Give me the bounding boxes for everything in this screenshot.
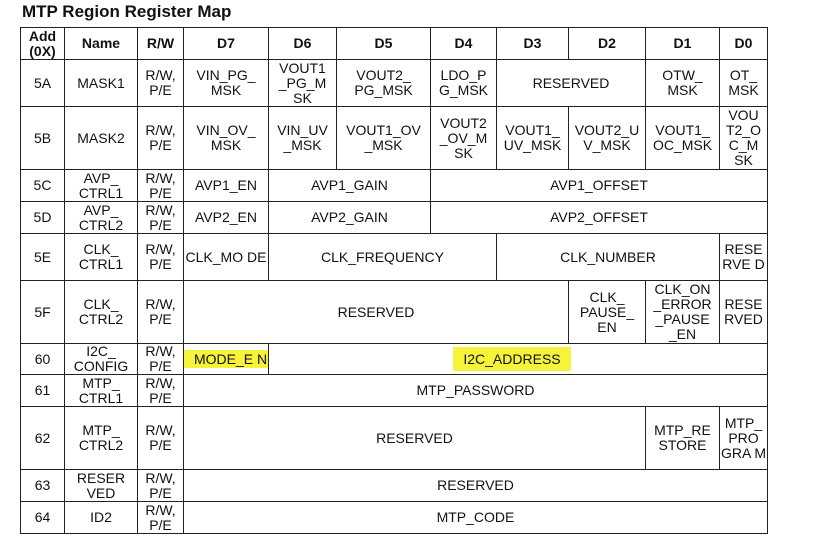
highlighted-text: I2C_ADDRESS	[453, 347, 571, 371]
bit-field-cell: RESERVED	[183, 280, 569, 344]
address-cell: 60	[20, 343, 65, 375]
bit-cell: RESE RVED	[719, 280, 768, 344]
table-row: 62 MTP_ CTRL2 R/W, P/E RESERVED MTP_RE S…	[20, 406, 768, 470]
table-row: 5B MASK2 R/W, P/E VIN_OV_ MSK VIN_UV _MS…	[20, 106, 768, 170]
rw-cell: R/W, P/E	[137, 501, 184, 534]
address-cell: 62	[20, 406, 65, 470]
header-d7: D7	[183, 27, 269, 60]
table-row: 61 MTP_ CTRL1 R/W, P/E MTP_PASSWORD	[20, 374, 768, 407]
name-cell: RESER VED	[64, 469, 138, 502]
rw-cell: R/W, P/E	[137, 406, 184, 470]
bit-cell: VIN_OV_ MSK	[183, 106, 269, 170]
bit-cell: VIN_PG_ MSK	[183, 59, 269, 107]
bit-cell: VOUT2_U V_MSK	[568, 106, 646, 170]
header-row: Add (0X) Name R/W D7 D6 D5 D4 D3 D2 D1 D…	[20, 27, 768, 60]
bit-cell: VOUT1 _PG_M SK	[268, 59, 337, 107]
bit-field-cell: I2C_ADDRESS	[268, 343, 768, 375]
bit-field-cell: RESERVED	[496, 59, 646, 107]
name-cell: MASK1	[64, 59, 138, 107]
bit-cell-highlighted: MODE_E N	[183, 343, 269, 375]
bit-cell: AVP1_EN	[183, 169, 269, 202]
bit-cell: CLK_ON _ERROR _PAUSE _EN	[645, 280, 720, 344]
bit-cell: VOU T2_O C_M SK	[719, 106, 768, 170]
rw-cell: R/W, P/E	[137, 106, 184, 170]
name-cell: MTP_ CTRL1	[64, 374, 138, 407]
header-d4: D4	[430, 27, 497, 60]
name-cell: AVP_ CTRL2	[64, 201, 138, 234]
table-row: 5F CLK_ CTRL2 R/W, P/E RESERVED CLK_ PAU…	[20, 280, 768, 344]
header-d6: D6	[268, 27, 337, 60]
address-cell: 5F	[20, 280, 65, 344]
register-map-table: Add (0X) Name R/W D7 D6 D5 D4 D3 D2 D1 D…	[20, 27, 768, 534]
table-row: 64 ID2 R/W, P/E MTP_CODE	[20, 501, 768, 534]
bit-field-cell: AVP1_GAIN	[268, 169, 431, 202]
name-cell: AVP_ CTRL1	[64, 169, 138, 202]
header-d1: D1	[645, 27, 720, 60]
header-d5: D5	[336, 27, 431, 60]
address-cell: 5B	[20, 106, 65, 170]
header-address: Add (0X)	[20, 27, 65, 60]
header-d2: D2	[568, 27, 646, 60]
bit-cell: VOUT1_OV _MSK	[336, 106, 431, 170]
bit-cell: VOUT1_ UV_MSK	[496, 106, 569, 170]
table-row: 60 I2C_ CONFIG R/W, P/E MODE_E N I2C_ADD…	[20, 343, 768, 375]
bit-field-cell: CLK_NUMBER	[496, 233, 720, 281]
bit-cell: VOUT2 _OV_M SK	[430, 106, 497, 170]
address-cell: 5A	[20, 59, 65, 107]
bit-cell: RESE RVE D	[719, 233, 768, 281]
bit-cell: VOUT2_ PG_MSK	[336, 59, 431, 107]
bit-field-cell: RESERVED	[183, 406, 646, 470]
bit-cell: CLK_MO DE	[183, 233, 269, 281]
rw-cell: R/W, P/E	[137, 343, 184, 375]
bit-cell: OT_ MSK	[719, 59, 768, 107]
address-cell: 5C	[20, 169, 65, 202]
table-title: MTP Region Register Map	[22, 2, 232, 21]
address-cell: 5E	[20, 233, 65, 281]
address-cell: 64	[20, 501, 65, 534]
name-cell: ID2	[64, 501, 138, 534]
rw-cell: R/W, P/E	[137, 469, 184, 502]
bit-cell: LDO_P G_MSK	[430, 59, 497, 107]
address-cell: 61	[20, 374, 65, 407]
name-cell: I2C_ CONFIG	[64, 343, 138, 375]
rw-cell: R/W, P/E	[137, 169, 184, 202]
name-cell: CLK_ CTRL2	[64, 280, 138, 344]
bit-cell: OTW_ MSK	[645, 59, 720, 107]
rw-cell: R/W, P/E	[137, 374, 184, 407]
bit-field-cell: MTP_PASSWORD	[183, 374, 768, 407]
header-rw: R/W	[137, 27, 184, 60]
header-d0: D0	[719, 27, 768, 60]
table-row: 63 RESER VED R/W, P/E RESERVED	[20, 469, 768, 502]
rw-cell: R/W, P/E	[137, 59, 184, 107]
bit-field-cell: AVP2_OFFSET	[430, 201, 768, 234]
bit-cell: AVP2_EN	[183, 201, 269, 234]
address-cell: 63	[20, 469, 65, 502]
rw-cell: R/W, P/E	[137, 280, 184, 344]
table-row: 5D AVP_ CTRL2 R/W, P/E AVP2_EN AVP2_GAIN…	[20, 201, 768, 234]
name-cell: MTP_ CTRL2	[64, 406, 138, 470]
table-row: 5E CLK_ CTRL1 R/W, P/E CLK_MO DE CLK_FRE…	[20, 233, 768, 281]
bit-field-cell: AVP2_GAIN	[268, 201, 431, 234]
bit-cell: CLK_ PAUSE_ EN	[568, 280, 646, 344]
bit-cell: MTP_ PRO GRA M	[719, 406, 768, 470]
rw-cell: R/W, P/E	[137, 201, 184, 234]
bit-cell: VIN_UV _MSK	[268, 106, 337, 170]
table-row: 5C AVP_ CTRL1 R/W, P/E AVP1_EN AVP1_GAIN…	[20, 169, 768, 202]
bit-field-cell: AVP1_OFFSET	[430, 169, 768, 202]
bit-field-cell: MTP_CODE	[183, 501, 768, 534]
bit-field-cell: CLK_FREQUENCY	[268, 233, 497, 281]
highlighted-text: MODE_E N	[184, 350, 268, 368]
bit-cell: MTP_RE STORE	[645, 406, 720, 470]
address-cell: 5D	[20, 201, 65, 234]
header-d3: D3	[496, 27, 569, 60]
name-cell: CLK_ CTRL1	[64, 233, 138, 281]
bit-cell: VOUT1_ OC_MSK	[645, 106, 720, 170]
name-cell: MASK2	[64, 106, 138, 170]
table-row: 5A MASK1 R/W, P/E VIN_PG_ MSK VOUT1 _PG_…	[20, 59, 768, 107]
header-name: Name	[64, 27, 138, 60]
rw-cell: R/W, P/E	[137, 233, 184, 281]
bit-field-cell: RESERVED	[183, 469, 768, 502]
